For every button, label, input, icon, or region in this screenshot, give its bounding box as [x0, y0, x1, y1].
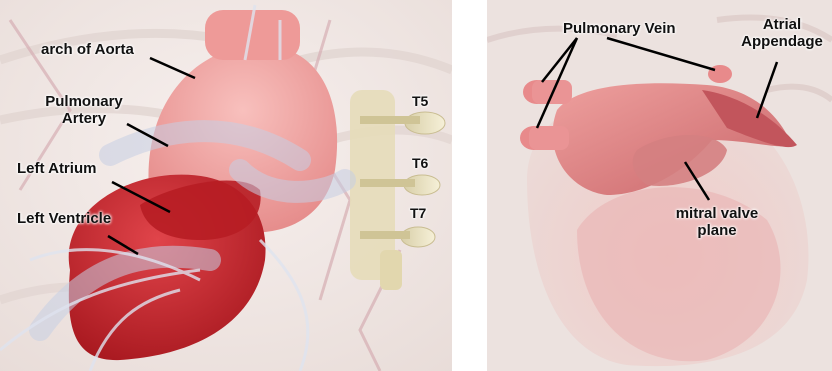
label-mitral-valve-line2: plane — [662, 222, 772, 239]
right-heart-illustration: Pulmonary Vein Atrial Appendage mitral v… — [487, 0, 832, 371]
label-pulmonary-vein: Pulmonary Vein — [563, 20, 676, 37]
left-heart-illustration: arch of Aorta Pulmonary Artery Left Atri… — [0, 0, 452, 371]
label-arch-of-aorta: arch of Aorta — [41, 41, 134, 58]
label-t7: T7 — [410, 205, 426, 222]
label-atrial-appendage-line1: Atrial — [732, 16, 832, 33]
left-atrium-detail-view — [487, 0, 832, 371]
label-mitral-valve-line1: mitral valve — [662, 205, 772, 222]
label-pulmonary-artery-line1: Pulmonary — [34, 93, 134, 110]
label-mitral-valve-plane: mitral valve plane — [662, 205, 772, 239]
label-atrial-appendage-line2: Appendage — [732, 33, 832, 50]
label-pulmonary-artery: Pulmonary Artery — [34, 93, 134, 127]
label-pulmonary-artery-line2: Artery — [34, 110, 134, 127]
label-atrial-appendage: Atrial Appendage — [732, 16, 832, 50]
label-t5: T5 — [412, 93, 428, 110]
label-left-ventricle: Left Ventricle — [17, 210, 111, 227]
label-t6: T6 — [412, 155, 428, 172]
label-left-atrium: Left Atrium — [17, 160, 96, 177]
